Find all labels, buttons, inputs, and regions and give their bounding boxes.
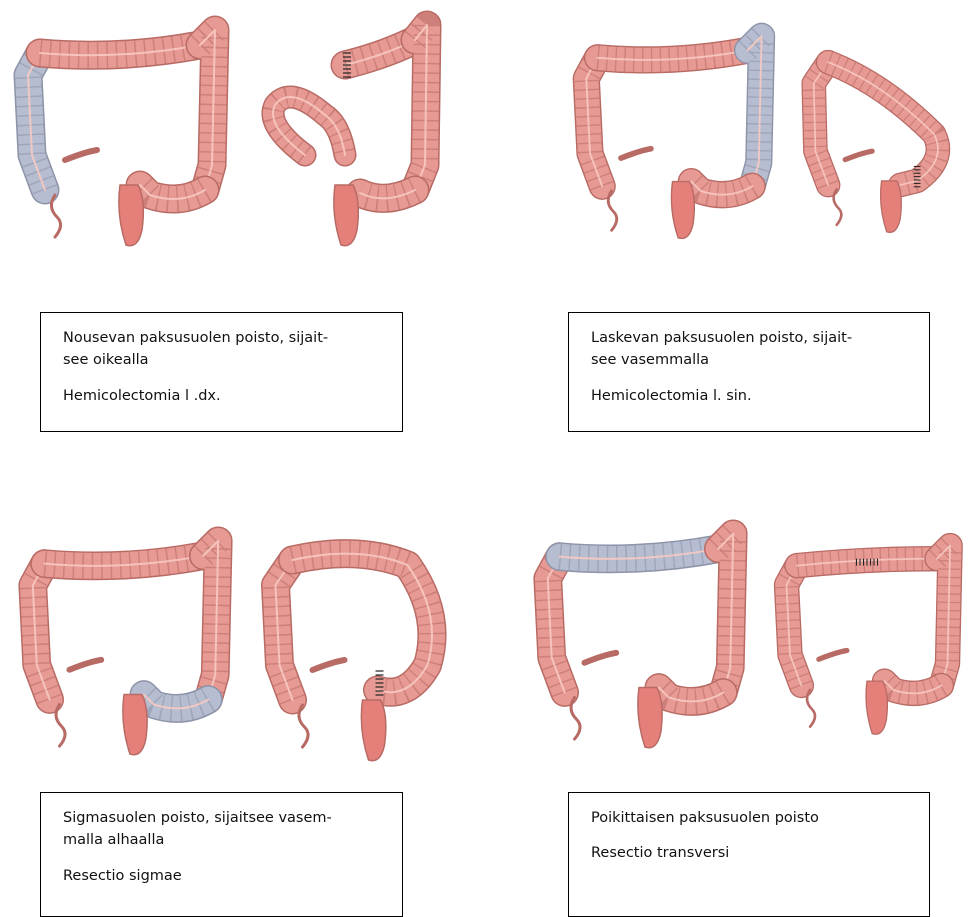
colon-before-illustration — [0, 5, 240, 255]
colon-before-illustration — [5, 515, 243, 765]
caption-text: Sigmasuolen poisto, sijaitsee vasem- mal… — [63, 807, 388, 852]
caption-box: Nousevan paksusuolen poisto, sijait- see… — [40, 312, 403, 432]
colon-before-illustration — [520, 508, 758, 758]
colon-before-illustration — [560, 10, 785, 250]
colon-after-illustration — [790, 15, 968, 245]
caption-latin: Hemicolectomia l .dx. — [63, 385, 388, 407]
caption-latin: Hemicolectomia l. sin. — [591, 385, 915, 407]
caption-box: Laskevan paksusuolen poisto, sijait- see… — [568, 312, 930, 432]
caption-box: Poikittaisen paksusuolen poisto Resectio… — [568, 792, 930, 917]
colon-after-illustration — [762, 508, 972, 758]
caption-text: Poikittaisen paksusuolen poisto — [591, 807, 915, 829]
colon-after-illustration — [245, 515, 460, 765]
caption-text: Nousevan paksusuolen poisto, sijait- see… — [63, 327, 388, 372]
caption-latin: Resectio sigmae — [63, 865, 388, 887]
colon-after-illustration — [245, 5, 455, 255]
caption-latin: Resectio transversi — [591, 842, 915, 864]
caption-box: Sigmasuolen poisto, sijaitsee vasem- mal… — [40, 792, 403, 917]
caption-text: Laskevan paksusuolen poisto, sijait- see… — [591, 327, 915, 372]
